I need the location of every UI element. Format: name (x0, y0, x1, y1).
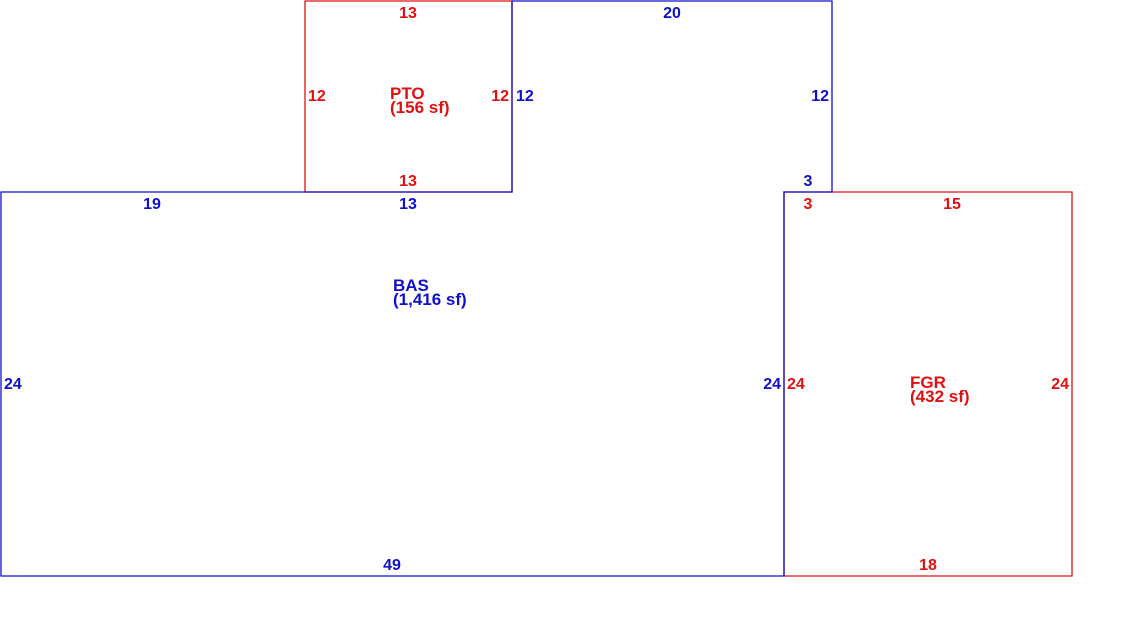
fgr-right-dimension: 24 (1051, 376, 1069, 393)
fgr-bottom-dimension: 18 (919, 557, 937, 574)
pto-area-size: (156 sf) (390, 98, 450, 117)
fgr-area-name: FGR (910, 373, 946, 392)
fgr-left-dimension: 24 (787, 376, 805, 393)
bas-outline (0, 0, 833, 577)
bas-top-left-dimension: 19 (143, 196, 161, 213)
bas-left-dimension: 24 (4, 376, 22, 393)
fgr-area-size: (432 sf) (910, 387, 970, 406)
pto-bottom-dimension: 13 (399, 173, 417, 190)
bas-top-mid-dimension: 13 (399, 196, 417, 213)
bas-area-name: BAS (393, 276, 429, 295)
fgr-step-dimension: 3 (804, 196, 813, 213)
bas-right-dimension: 24 (763, 376, 781, 393)
bas-upper-right-dimension: 12 (811, 88, 829, 105)
bas-bottom-dimension: 49 (383, 557, 401, 574)
fgr-top-dimension: 15 (943, 196, 961, 213)
pto-area-name: PTO (390, 84, 425, 103)
pto-left-dimension: 12 (308, 88, 326, 105)
bas-upper-left-dimension: 12 (516, 88, 534, 105)
pto-right-dimension: 12 (491, 88, 509, 105)
bas-area-size: (1,416 sf) (393, 290, 467, 309)
pto-top-dimension: 13 (399, 5, 417, 22)
bas-upper-top-dimension: 20 (663, 5, 681, 22)
bas-step-dimension: 3 (804, 173, 813, 190)
